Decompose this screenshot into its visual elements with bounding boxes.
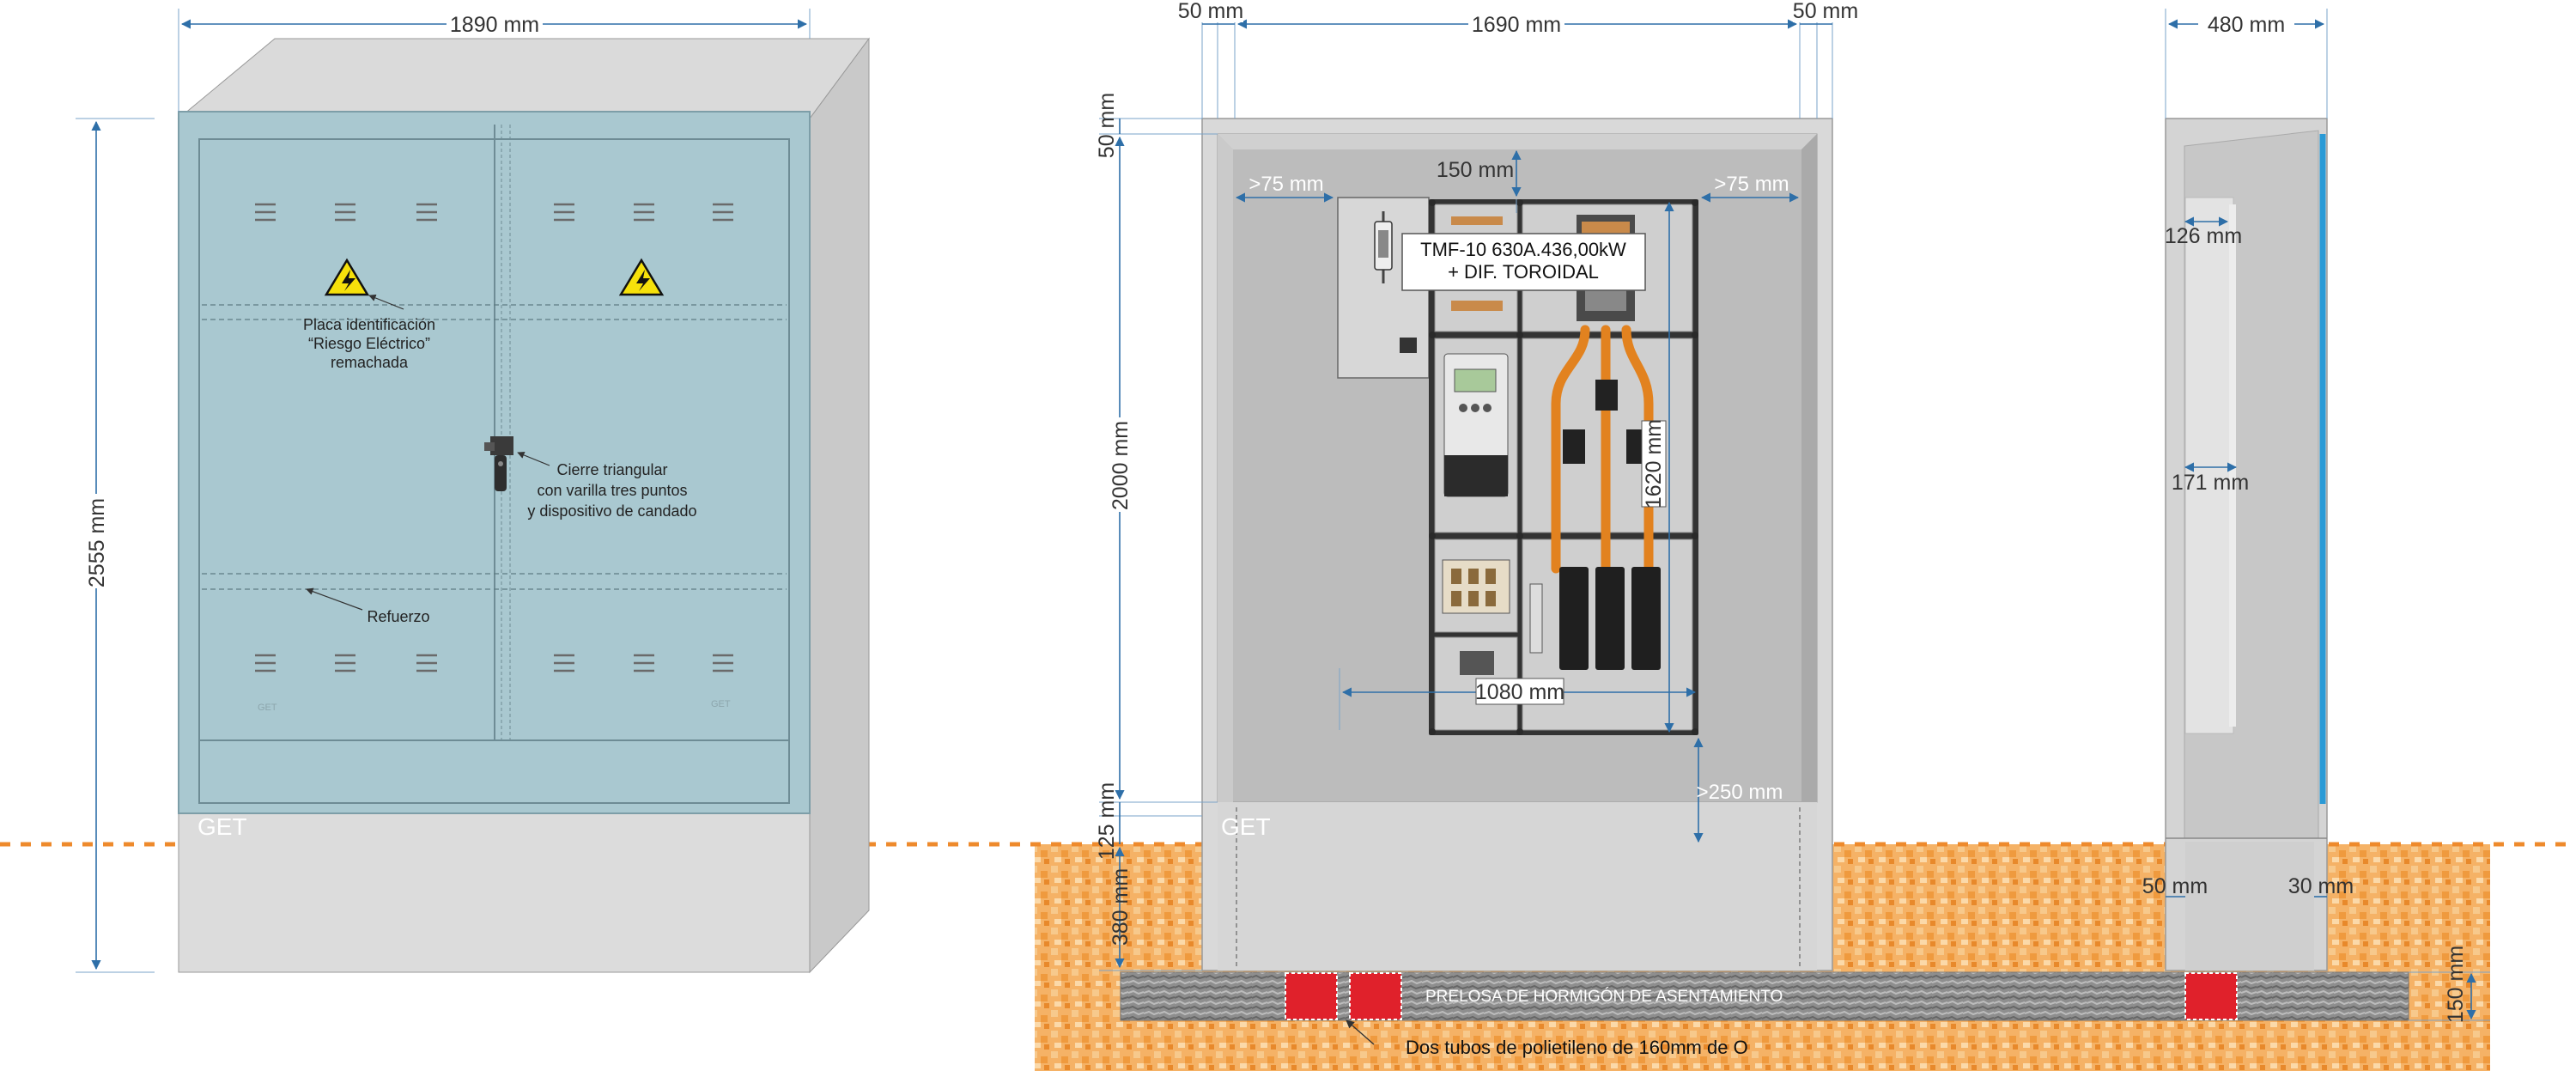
door-lock-icon — [484, 436, 513, 491]
interior-brand-mark: GET — [1221, 813, 1271, 840]
side-dim-a: 126 mm — [2165, 224, 2242, 248]
front-width-dimension — [178, 9, 811, 112]
dim-inner-width: 1690 mm — [1472, 13, 1561, 37]
dim-left-clear: >75 mm — [1249, 173, 1323, 196]
high-voltage-warning-icon — [324, 258, 370, 296]
dim-panel-width: 1080 mm — [1475, 680, 1564, 704]
interior-view — [1120, 118, 2409, 1045]
front-view: GET GET — [177, 37, 870, 974]
side-depth-label: 480 mm — [2208, 13, 2285, 37]
dim-top-clear: 150 mm — [1437, 158, 1514, 182]
side-view — [2165, 118, 2328, 1020]
plate-label-line-3: remachada — [331, 354, 409, 371]
tubes-label: Dos tubos de polietileno de 160mm de O — [1406, 1037, 1748, 1058]
reinforcement-label: Refuerzo — [367, 608, 429, 625]
dim-right-clear: >75 mm — [1714, 173, 1789, 196]
cable-tube — [1285, 972, 1338, 1020]
power-cables — [1551, 325, 1654, 574]
plate-label-line-1: Placa identificación — [303, 316, 435, 333]
dim-base-step: 125 mm — [1095, 782, 1119, 860]
front-height-label: 2555 mm — [85, 498, 109, 587]
interior-left-dimensions — [1099, 118, 1218, 971]
front-height-dimension — [76, 118, 155, 973]
interior-top-dimensions — [1178, 2, 1858, 119]
breaker-label-line-1: TMF-10 630A.436,00kW — [1420, 239, 1626, 260]
side-dim-base-left: 50 mm — [2142, 874, 2208, 898]
svg-text:GET: GET — [258, 703, 277, 713]
lock-label-line-2: con varilla tres puntos — [537, 482, 687, 499]
dim-left-wall: 50 mm — [1178, 0, 1243, 23]
breaker-label-line-2: + DIF. TOROIDAL — [1448, 261, 1599, 283]
dim-inner-height: 2000 mm — [1109, 421, 1133, 510]
svg-text:GET: GET — [711, 699, 731, 709]
side-dimensions — [2165, 9, 2490, 1021]
side-dim-b: 171 mm — [2172, 471, 2249, 495]
high-voltage-warning-icon — [618, 258, 665, 296]
interior-inner-dimensions — [1235, 149, 1800, 843]
cable-tube — [1349, 972, 1402, 1020]
dim-right-wall: 50 mm — [1793, 0, 1858, 23]
lock-label-line-1: Cierre triangular — [556, 461, 667, 478]
side-dim-slab: 150 mm — [2444, 946, 2468, 1023]
breaker-label-box — [1401, 233, 1646, 291]
front-brand-mark: GET — [197, 813, 247, 840]
vent-louvres-top — [255, 203, 733, 222]
side-cable-tube — [2184, 972, 2238, 1020]
side-dim-base-right: 30 mm — [2288, 874, 2354, 898]
vent-louvres-bottom — [255, 654, 733, 672]
dim-buried: 380 mm — [1109, 868, 1133, 946]
lock-label-line-3: y dispositivo de candado — [527, 502, 696, 520]
dim-bottom-clear: >250 mm — [1697, 781, 1783, 804]
dim-top-wall: 50 mm — [1095, 93, 1119, 158]
plate-label-line-2: “Riesgo Eléctrico” — [308, 335, 430, 352]
front-width-label: 1890 mm — [450, 13, 539, 37]
slab-label: PRELOSA DE HORMIGÓN DE ASENTAMIENTO — [1425, 987, 1783, 1006]
dim-panel-height: 1620 mm — [1642, 419, 1666, 508]
